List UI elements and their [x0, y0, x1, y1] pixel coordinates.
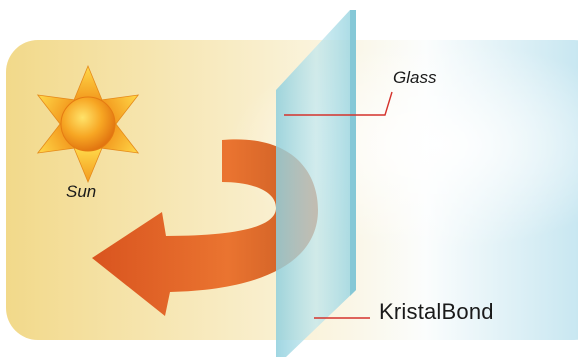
- glass-leader-line: [284, 91, 393, 116]
- glass-pane: [276, 10, 356, 357]
- sun-icon: [36, 64, 140, 184]
- glass-label: Glass: [393, 68, 437, 87]
- arrow-icon: [92, 139, 318, 316]
- sun-label: Sun: [66, 182, 97, 201]
- kristalbond-label: KristalBond: [379, 299, 494, 324]
